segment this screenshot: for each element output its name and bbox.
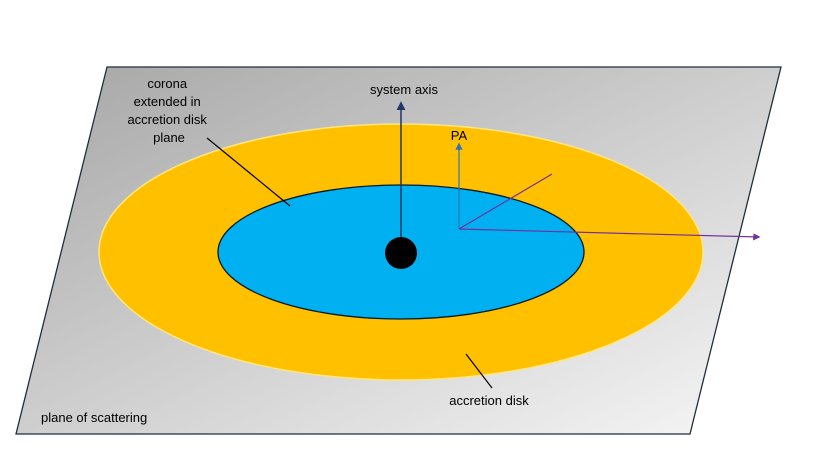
- corona-label: corona extended in accretion disk plane: [127, 76, 210, 145]
- corona-label-line: corona: [147, 76, 188, 91]
- system-axis-label: system axis: [370, 82, 438, 97]
- black-hole: [385, 237, 417, 269]
- accretion-disk-leader-line: [465, 353, 493, 389]
- horizontal-direction-arrow: [458, 228, 761, 241]
- diagonal-direction-line: [458, 173, 553, 230]
- pa-label: PA: [451, 128, 468, 143]
- corona-label-line: plane: [153, 130, 185, 145]
- plane-of-scattering-label: plane of scattering: [41, 410, 147, 425]
- corona-label-line: accretion disk: [127, 112, 207, 127]
- corona-leader-line: [206, 137, 291, 207]
- accretion-disk-label: accretion disk: [449, 393, 529, 408]
- corona-label-line: extended in: [134, 94, 201, 109]
